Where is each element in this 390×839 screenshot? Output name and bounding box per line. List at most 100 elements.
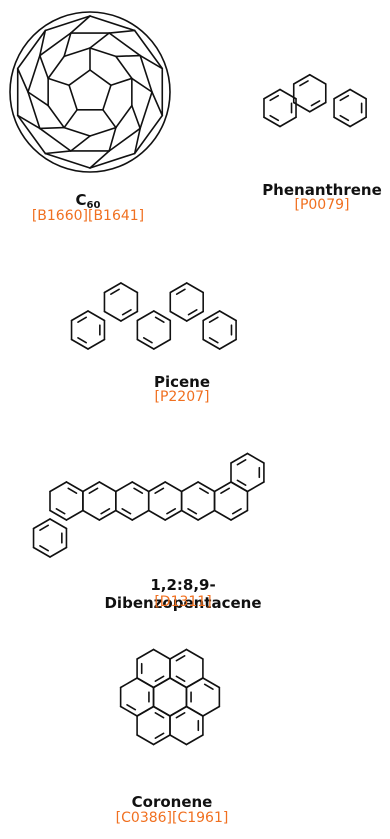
ring-bond	[32, 546, 51, 558]
ring-bond	[120, 310, 139, 322]
ring-bond	[103, 282, 122, 294]
c60-bond	[39, 127, 72, 152]
compound-code-phenanthrene[interactable]: [P0079]	[294, 197, 350, 213]
c60-bond	[102, 108, 117, 129]
ring-bond	[65, 509, 84, 521]
double-bond	[77, 316, 88, 323]
c60-bond	[63, 47, 91, 58]
ring-bond	[119, 705, 138, 717]
c60-bond	[89, 126, 117, 137]
double-bond	[154, 487, 165, 494]
ring-bond	[202, 705, 221, 717]
c60-bond	[133, 114, 164, 155]
ring-bond	[333, 88, 351, 100]
c60-bond	[151, 91, 164, 117]
ring-bond	[131, 481, 150, 493]
ring-bond	[136, 310, 155, 322]
compound-code-dibenzopentacene[interactable]: [D1311]	[154, 594, 212, 610]
compound-code-c60[interactable]: [B1660][B1641]	[31, 208, 145, 224]
phenanthrene-structure	[250, 50, 390, 140]
c60-bond	[68, 69, 91, 87]
double-bond	[231, 508, 242, 515]
coronene-drawing	[119, 648, 221, 746]
c60-bond	[139, 91, 153, 130]
ring-bond	[185, 648, 204, 660]
ring-bond	[136, 338, 155, 350]
ring-bond	[185, 310, 204, 322]
ring-bond	[349, 116, 367, 128]
c60-bond	[102, 84, 112, 111]
double-bond	[269, 114, 280, 122]
double-bond	[339, 94, 350, 102]
double-bond	[310, 100, 321, 107]
ring-bond	[263, 88, 281, 100]
c60-bond	[39, 126, 65, 130]
double-bond	[187, 508, 198, 515]
ring-bond	[246, 481, 265, 493]
c60-bond	[139, 54, 164, 70]
dibenzopentacene-structure	[20, 425, 340, 565]
dibenzopentacene-drawing	[32, 452, 265, 558]
double-bond	[339, 114, 350, 122]
c60-bond	[16, 114, 41, 130]
ring-bond	[308, 73, 327, 85]
c60-bond	[63, 108, 78, 129]
compound-code-picene[interactable]: [P2207]	[154, 389, 210, 405]
double-bond	[175, 712, 186, 719]
double-bond	[175, 288, 186, 295]
double-bond	[269, 94, 280, 102]
ring-bond	[263, 116, 281, 128]
ring-bond	[180, 481, 199, 493]
ring-bond	[213, 481, 232, 493]
c60-bond	[68, 84, 78, 111]
double-bond	[39, 545, 50, 552]
c60-bond	[108, 126, 117, 152]
ring-bond	[169, 310, 188, 322]
c60-bond	[133, 29, 164, 70]
double-bond	[39, 524, 50, 531]
c60-bond	[108, 127, 141, 152]
double-bond	[166, 508, 177, 515]
c60-bond	[89, 32, 110, 49]
compound-code-coronene[interactable]: [C0386][C1961]	[115, 810, 229, 826]
ring-bond	[197, 509, 216, 521]
ring-bond	[202, 338, 221, 350]
c60-bond	[44, 152, 91, 169]
double-bond	[55, 508, 66, 515]
c60-bond	[47, 104, 65, 129]
c60-bond	[39, 54, 49, 80]
ring-bond	[308, 101, 327, 113]
ring-bond	[164, 481, 183, 493]
c60-bond	[115, 54, 141, 58]
c60-bond	[70, 15, 91, 34]
ring-bond	[169, 705, 188, 717]
ring-bond	[292, 73, 311, 85]
ring-bond	[70, 310, 89, 322]
compound-name-coronene: Coronene	[131, 793, 213, 811]
c60-bond	[89, 150, 110, 169]
ring-bond	[197, 481, 216, 493]
double-bond	[199, 487, 209, 494]
c60-outline	[9, 11, 171, 173]
compound-name-dibenzopentacene: 1,2:8,9-Dibenzopentacene	[104, 576, 262, 612]
ring-bond	[87, 338, 106, 350]
ring-bond	[147, 481, 166, 493]
double-bond	[203, 683, 214, 690]
ring-bond	[230, 481, 249, 493]
ring-bond	[279, 116, 297, 128]
ring-bond	[202, 677, 221, 689]
c60-bond	[44, 150, 72, 155]
double-bond	[100, 508, 111, 515]
ring-bond	[152, 705, 171, 717]
double-bond	[220, 487, 231, 494]
c60-bond	[63, 32, 72, 58]
ring-bond	[152, 734, 171, 746]
ring-bond	[185, 677, 204, 689]
ring-bond	[169, 648, 188, 660]
c60-bond	[89, 152, 136, 169]
ring-bond	[49, 518, 68, 530]
c60-bond	[16, 29, 47, 70]
ring-bond	[185, 282, 204, 294]
c60-drawing	[9, 11, 171, 173]
c60-bond	[47, 77, 70, 87]
